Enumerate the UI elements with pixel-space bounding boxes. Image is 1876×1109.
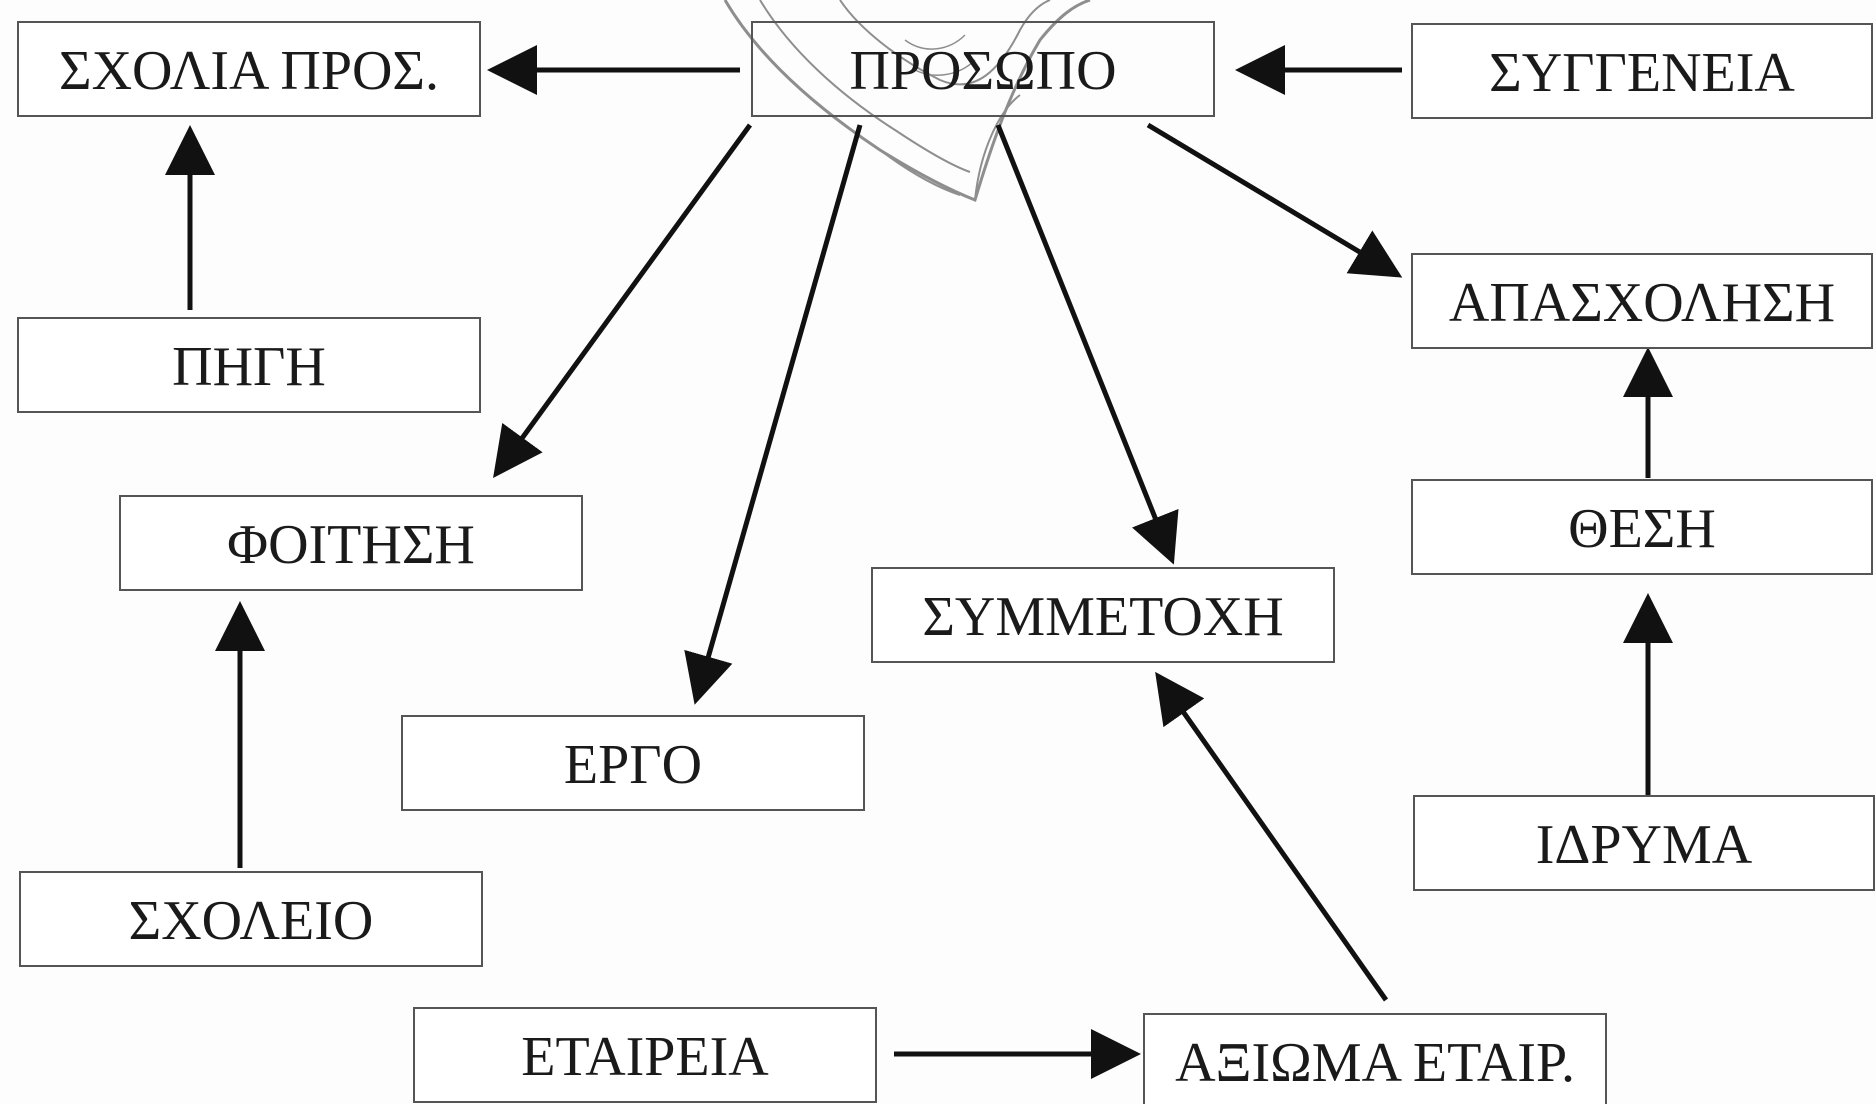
entity-box-border bbox=[1413, 795, 1875, 891]
entity-box-prosopo: ΠΡΟΣΩΠΟ bbox=[751, 21, 1215, 117]
entity-box-axioma: ΑΞΙΩΜΑ ΕΤΑΙΡ. bbox=[1143, 1013, 1607, 1109]
entity-box-border bbox=[751, 21, 1215, 117]
entity-label: ΠΡΟΣΩΠΟ bbox=[849, 40, 1116, 102]
arrow-prosopo-to-apascholisi bbox=[1146, 122, 1403, 278]
entity-label: ΑΞΙΩΜΑ ΕΤΑΙΡ. bbox=[1175, 1032, 1575, 1094]
entity-label: ΣΥΜΜΕΤΟΧΗ bbox=[922, 586, 1283, 648]
entity-box-thesi: ΘΕΣΗ bbox=[1411, 479, 1873, 575]
entity-label: ΣΥΓΓΕΝΕΙΑ bbox=[1489, 42, 1795, 104]
entity-label: ΘΕΣΗ bbox=[1568, 498, 1716, 560]
entity-box-border bbox=[413, 1007, 877, 1103]
entity-box-border bbox=[19, 871, 483, 967]
entity-box-ergo: ΕΡΓΟ bbox=[401, 715, 865, 811]
entity-box-symmetochi: ΣΥΜΜΕΤΟΧΗ bbox=[871, 567, 1335, 663]
entity-box-etaireia: ΕΤΑΙΡΕΙΑ bbox=[413, 1007, 877, 1103]
entity-label: ΕΡΓΟ bbox=[564, 734, 702, 796]
entity-box-scholia: ΣΧΟΛΙΑ ΠΡΟΣ. bbox=[17, 21, 481, 117]
entity-box-foitisi: ΦΟΙΤΗΣΗ bbox=[119, 495, 583, 591]
entity-box-border bbox=[1143, 1013, 1607, 1109]
arrow-prosopo-to-symmetochi bbox=[995, 124, 1179, 565]
entity-box-border bbox=[1411, 23, 1873, 119]
arrow-axioma-to-symmetochi bbox=[1155, 671, 1389, 1002]
entity-box-pigi: ΠΗΓΗ bbox=[17, 317, 481, 413]
entity-box-border bbox=[1411, 479, 1873, 575]
entity-label: ΙΔΡΥΜΑ bbox=[1536, 814, 1753, 876]
seal-watermark bbox=[723, 0, 1091, 203]
arrow-prosopo-to-foitisi bbox=[493, 123, 753, 479]
entity-label: ΣΧΟΛΕΙΟ bbox=[129, 890, 374, 952]
entity-box-border bbox=[401, 715, 865, 811]
entity-box-border bbox=[1411, 253, 1873, 349]
arrow-prosopo-to-ergo bbox=[684, 124, 863, 705]
entity-box-apascholisi: ΑΠΑΣΧΟΛΗΣΗ bbox=[1411, 253, 1873, 349]
entity-box-border bbox=[17, 317, 481, 413]
entity-box-syggeneia: ΣΥΓΓΕΝΕΙΑ bbox=[1411, 23, 1873, 119]
entity-label: ΕΤΑΙΡΕΙΑ bbox=[521, 1026, 769, 1088]
entity-label: ΑΠΑΣΧΟΛΗΣΗ bbox=[1449, 272, 1835, 334]
entity-box-scholeio: ΣΧΟΛΕΙΟ bbox=[19, 871, 483, 967]
entity-label: ΣΧΟΛΙΑ ΠΡΟΣ. bbox=[59, 40, 439, 102]
entity-box-border bbox=[119, 495, 583, 591]
entity-label: ΦΟΙΤΗΣΗ bbox=[227, 514, 475, 576]
entity-box-border bbox=[871, 567, 1335, 663]
entity-box-idryma: ΙΔΡΥΜΑ bbox=[1413, 795, 1875, 891]
entity-box-border bbox=[17, 21, 481, 117]
entity-label: ΠΗΓΗ bbox=[172, 336, 326, 398]
